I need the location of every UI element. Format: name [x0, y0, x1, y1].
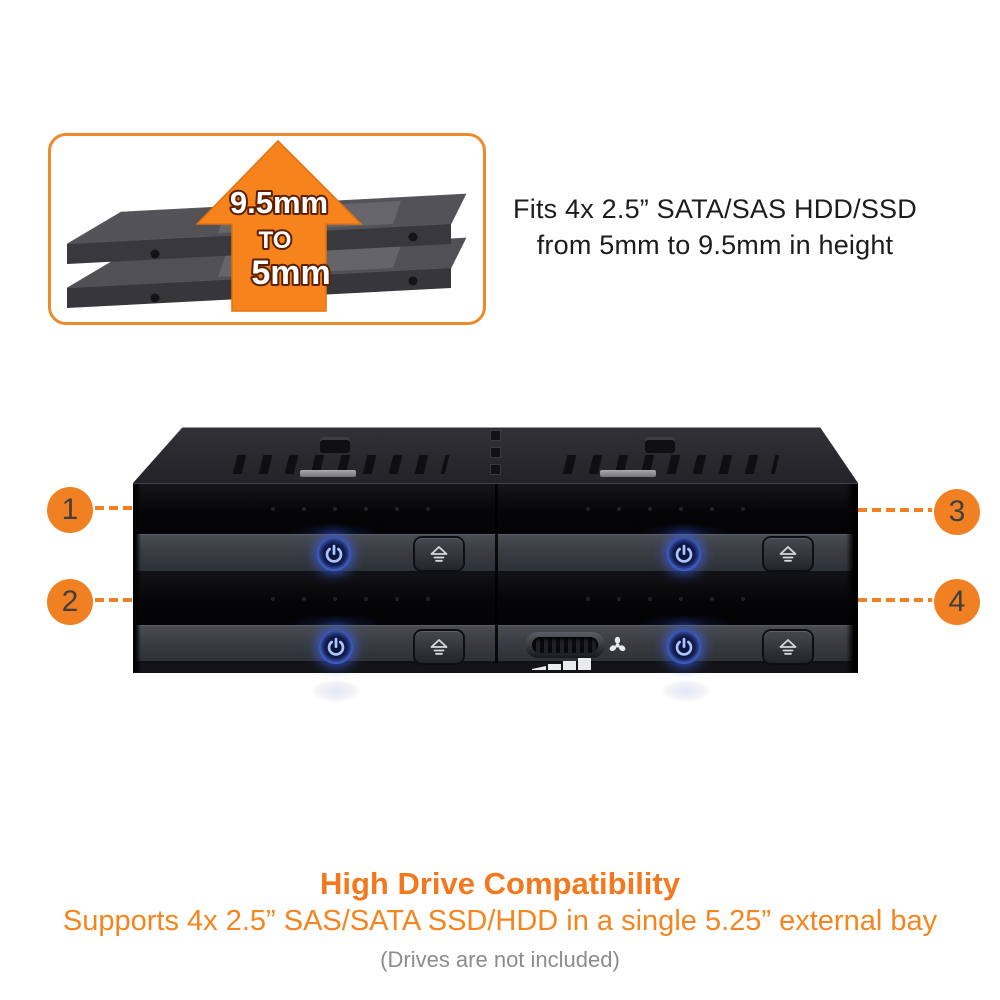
footer-note: (Drives are not included)	[380, 947, 620, 972]
callout-4-number: 4	[948, 585, 966, 618]
callout-2: 2	[47, 579, 93, 625]
bay-vent-dots	[270, 595, 450, 603]
reflection-glow	[662, 680, 710, 702]
power-button-bay2	[319, 630, 353, 664]
eject-icon	[779, 639, 797, 655]
arrow-label-top: 9.5mm	[230, 185, 328, 220]
bay-vent-dots	[585, 505, 745, 513]
chassis-left-edge	[133, 484, 141, 672]
power-icon	[675, 544, 693, 563]
mount-cutout-right	[645, 437, 675, 453]
headline-line1: Fits 4x 2.5” SATA/SAS HDD/SSD	[513, 194, 917, 224]
eject-icon	[430, 639, 448, 655]
eject-button-bay3	[762, 536, 814, 572]
callout-3: 3	[934, 489, 980, 535]
fan-speed-wheel	[525, 632, 605, 658]
leader-line-3	[858, 508, 932, 512]
leader-line-4	[858, 598, 932, 602]
arrow-label-mid: TO	[259, 227, 292, 254]
chassis-right-edge	[846, 484, 858, 672]
enclosure-front-face	[133, 483, 858, 673]
eject-button-bay1	[413, 536, 465, 572]
power-button-bay3	[667, 537, 701, 571]
eject-icon	[779, 546, 797, 562]
callout-2-number: 2	[61, 585, 79, 618]
power-button-bay4	[667, 630, 701, 664]
power-icon	[325, 544, 343, 563]
eject-button-bay2	[413, 629, 465, 665]
metal-clip-right	[600, 470, 656, 477]
power-icon	[327, 637, 345, 656]
power-button-bay1	[317, 537, 351, 571]
fan-icon	[609, 636, 626, 652]
bay-vent-dots	[270, 505, 450, 513]
up-arrow-icon	[195, 139, 363, 312]
callout-4: 4	[934, 579, 980, 625]
arrow-label-bottom: 5mm	[251, 254, 330, 292]
leader-line-2	[95, 598, 137, 602]
footer-subtitle: Supports 4x 2.5” SAS/SATA SSD/HDD in a s…	[62, 905, 938, 937]
drive-height-graphic: 9.5mm TO 5mm	[66, 139, 467, 312]
callout-1-number: 1	[61, 493, 79, 526]
mount-cutout-left	[320, 437, 350, 453]
reflection-glow	[312, 680, 360, 702]
drive-height-inset-panel: 9.5mm TO 5mm	[48, 133, 486, 325]
power-icon	[675, 637, 693, 656]
top-hole	[490, 447, 501, 458]
vent-slots-right	[562, 455, 780, 474]
fan-wheel-ridges	[532, 637, 598, 653]
chassis-bottom-edge	[133, 663, 858, 673]
headline-line2: from 5mm to 9.5mm in height	[536, 230, 894, 260]
callout-3-number: 3	[948, 495, 966, 528]
metal-clip-left	[300, 470, 356, 477]
leader-line-1	[95, 506, 137, 510]
eject-icon	[430, 546, 448, 562]
eject-button-bay4	[762, 629, 814, 665]
bay-vent-dots	[585, 595, 745, 603]
footer-title: High Drive Compatibility	[320, 866, 680, 901]
enclosure-top-face	[133, 427, 858, 483]
fan-speed-bars-icon	[532, 658, 591, 670]
headline: Fits 4x 2.5” SATA/SAS HDD/SSD from 5mm t…	[490, 191, 940, 263]
top-hole	[490, 430, 501, 441]
callout-1: 1	[47, 487, 93, 533]
bay-divider	[495, 484, 498, 663]
top-hole	[490, 464, 501, 475]
